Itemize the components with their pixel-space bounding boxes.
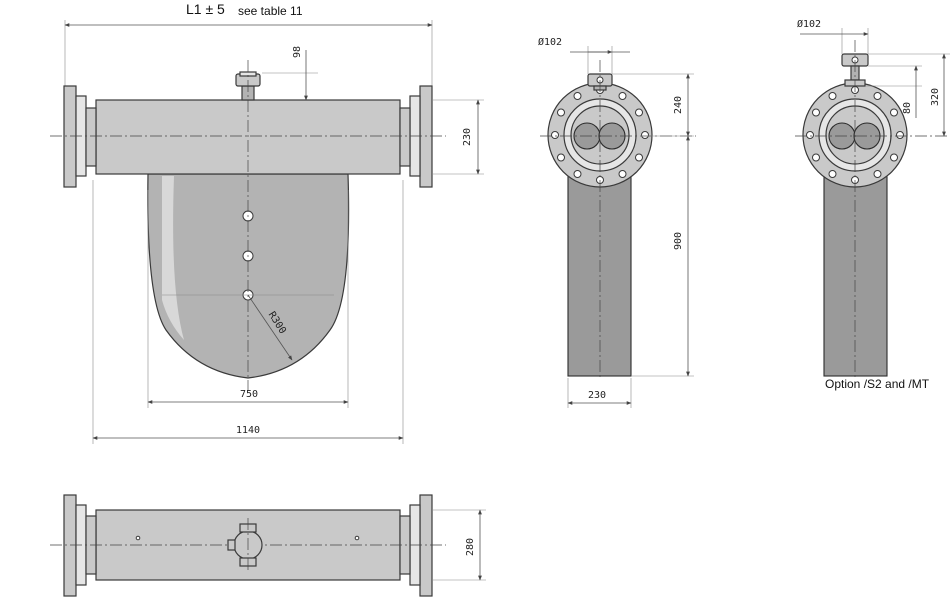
d320-label: 320 [930,88,941,106]
d230-side-label: 230 [462,128,473,146]
option-flange-bolts [806,86,904,184]
l1-label: L1 ± 5 [186,1,225,17]
front-view-tube [567,167,632,377]
d1140-label: 1140 [236,425,260,436]
top-view-left-flange [63,494,77,597]
side-view: L1 ± 5 see table 11 R300 [50,1,484,444]
top-view-right-flange [419,494,433,597]
d750-label: 750 [240,389,258,400]
left-flange [63,85,77,188]
d240-label: 240 [673,96,684,114]
top-view: 280 [50,494,486,597]
dia102-a-label: Ø102 [538,36,562,48]
option-caption: Option /S2 and /MT [825,377,930,391]
option-view-tube [823,167,888,377]
d80-label: 80 [902,102,913,114]
l1-note: see table 11 [238,4,303,18]
d280-label: 280 [465,538,476,556]
dia102-b-label: Ø102 [797,18,821,30]
front-flange-bolts [551,86,649,184]
d900-label: 900 [673,232,684,250]
front-view: Ø102 240 900 230 [538,36,696,408]
d98-label: 98 [292,46,303,58]
option-view: Ø102 80 320 Option /S2 and /MT [795,18,950,391]
right-flange [419,85,433,188]
d230-front-label: 230 [588,390,606,401]
